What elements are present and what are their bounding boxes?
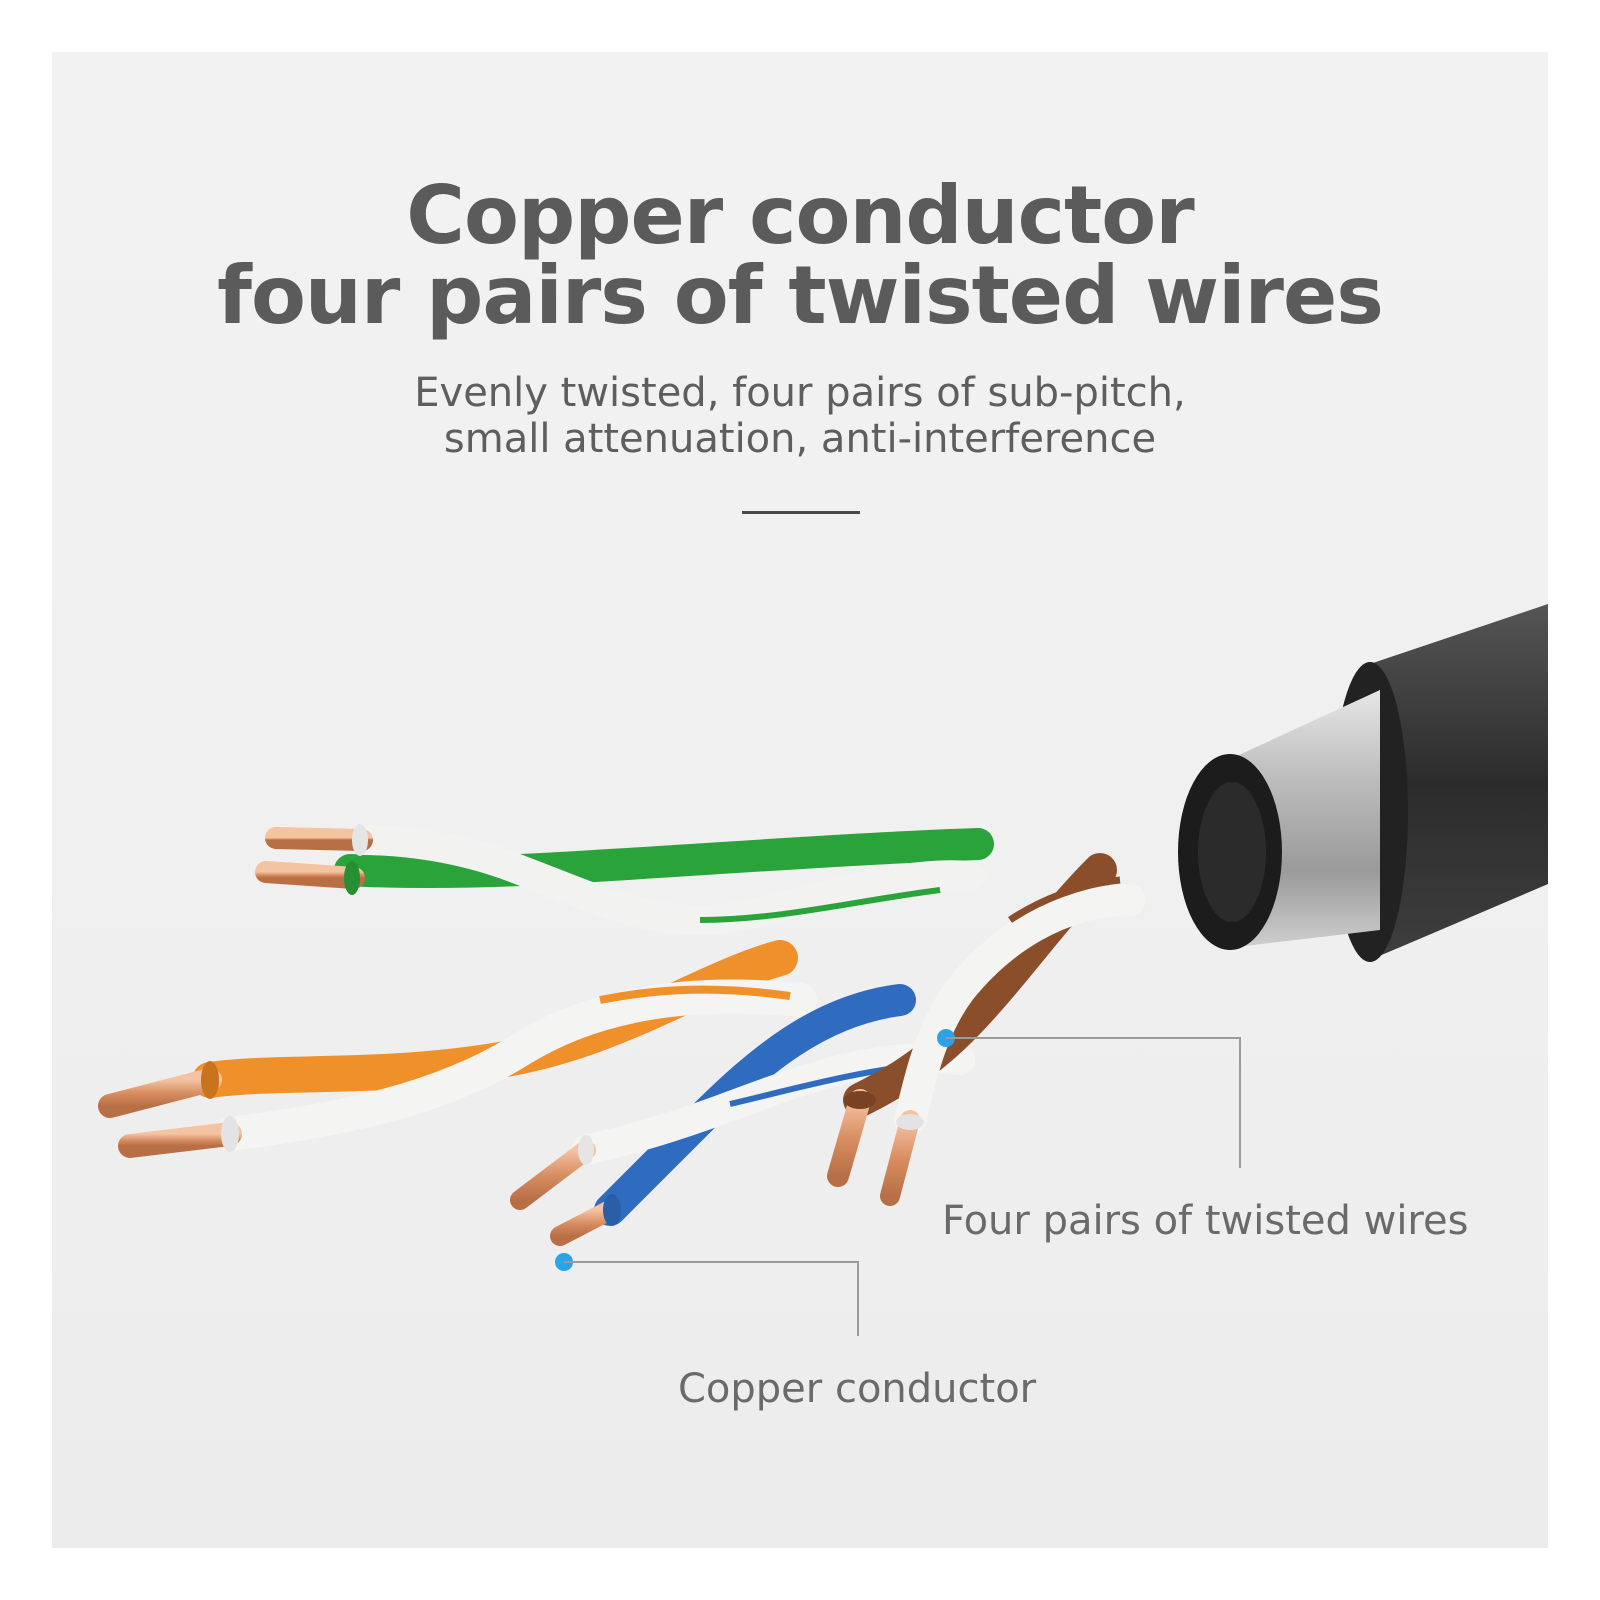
wire-pair-brown (827, 853, 1146, 1206)
subheadline-line-1: Evenly twisted, four pairs of sub-pitch, (414, 370, 1186, 416)
headline-line-2: four pairs of twisted wires (217, 249, 1384, 342)
foil-shield (1178, 690, 1380, 950)
callout-label-twisted-pairs: Four pairs of twisted wires (942, 1198, 1469, 1244)
callout-twisted-pairs-marker (937, 1029, 1241, 1168)
subheadline-line-2: small attenuation, anti-interference (443, 416, 1157, 462)
wire-pair-orange (98, 940, 817, 1158)
headline-line-1: Copper conductor (406, 169, 1194, 262)
callout-label-copper: Copper conductor (678, 1366, 1037, 1412)
callout-copper-marker (555, 1253, 859, 1336)
wire-pair-blue (510, 984, 975, 1246)
wire-pair-green (255, 824, 994, 936)
title-divider (742, 511, 860, 514)
